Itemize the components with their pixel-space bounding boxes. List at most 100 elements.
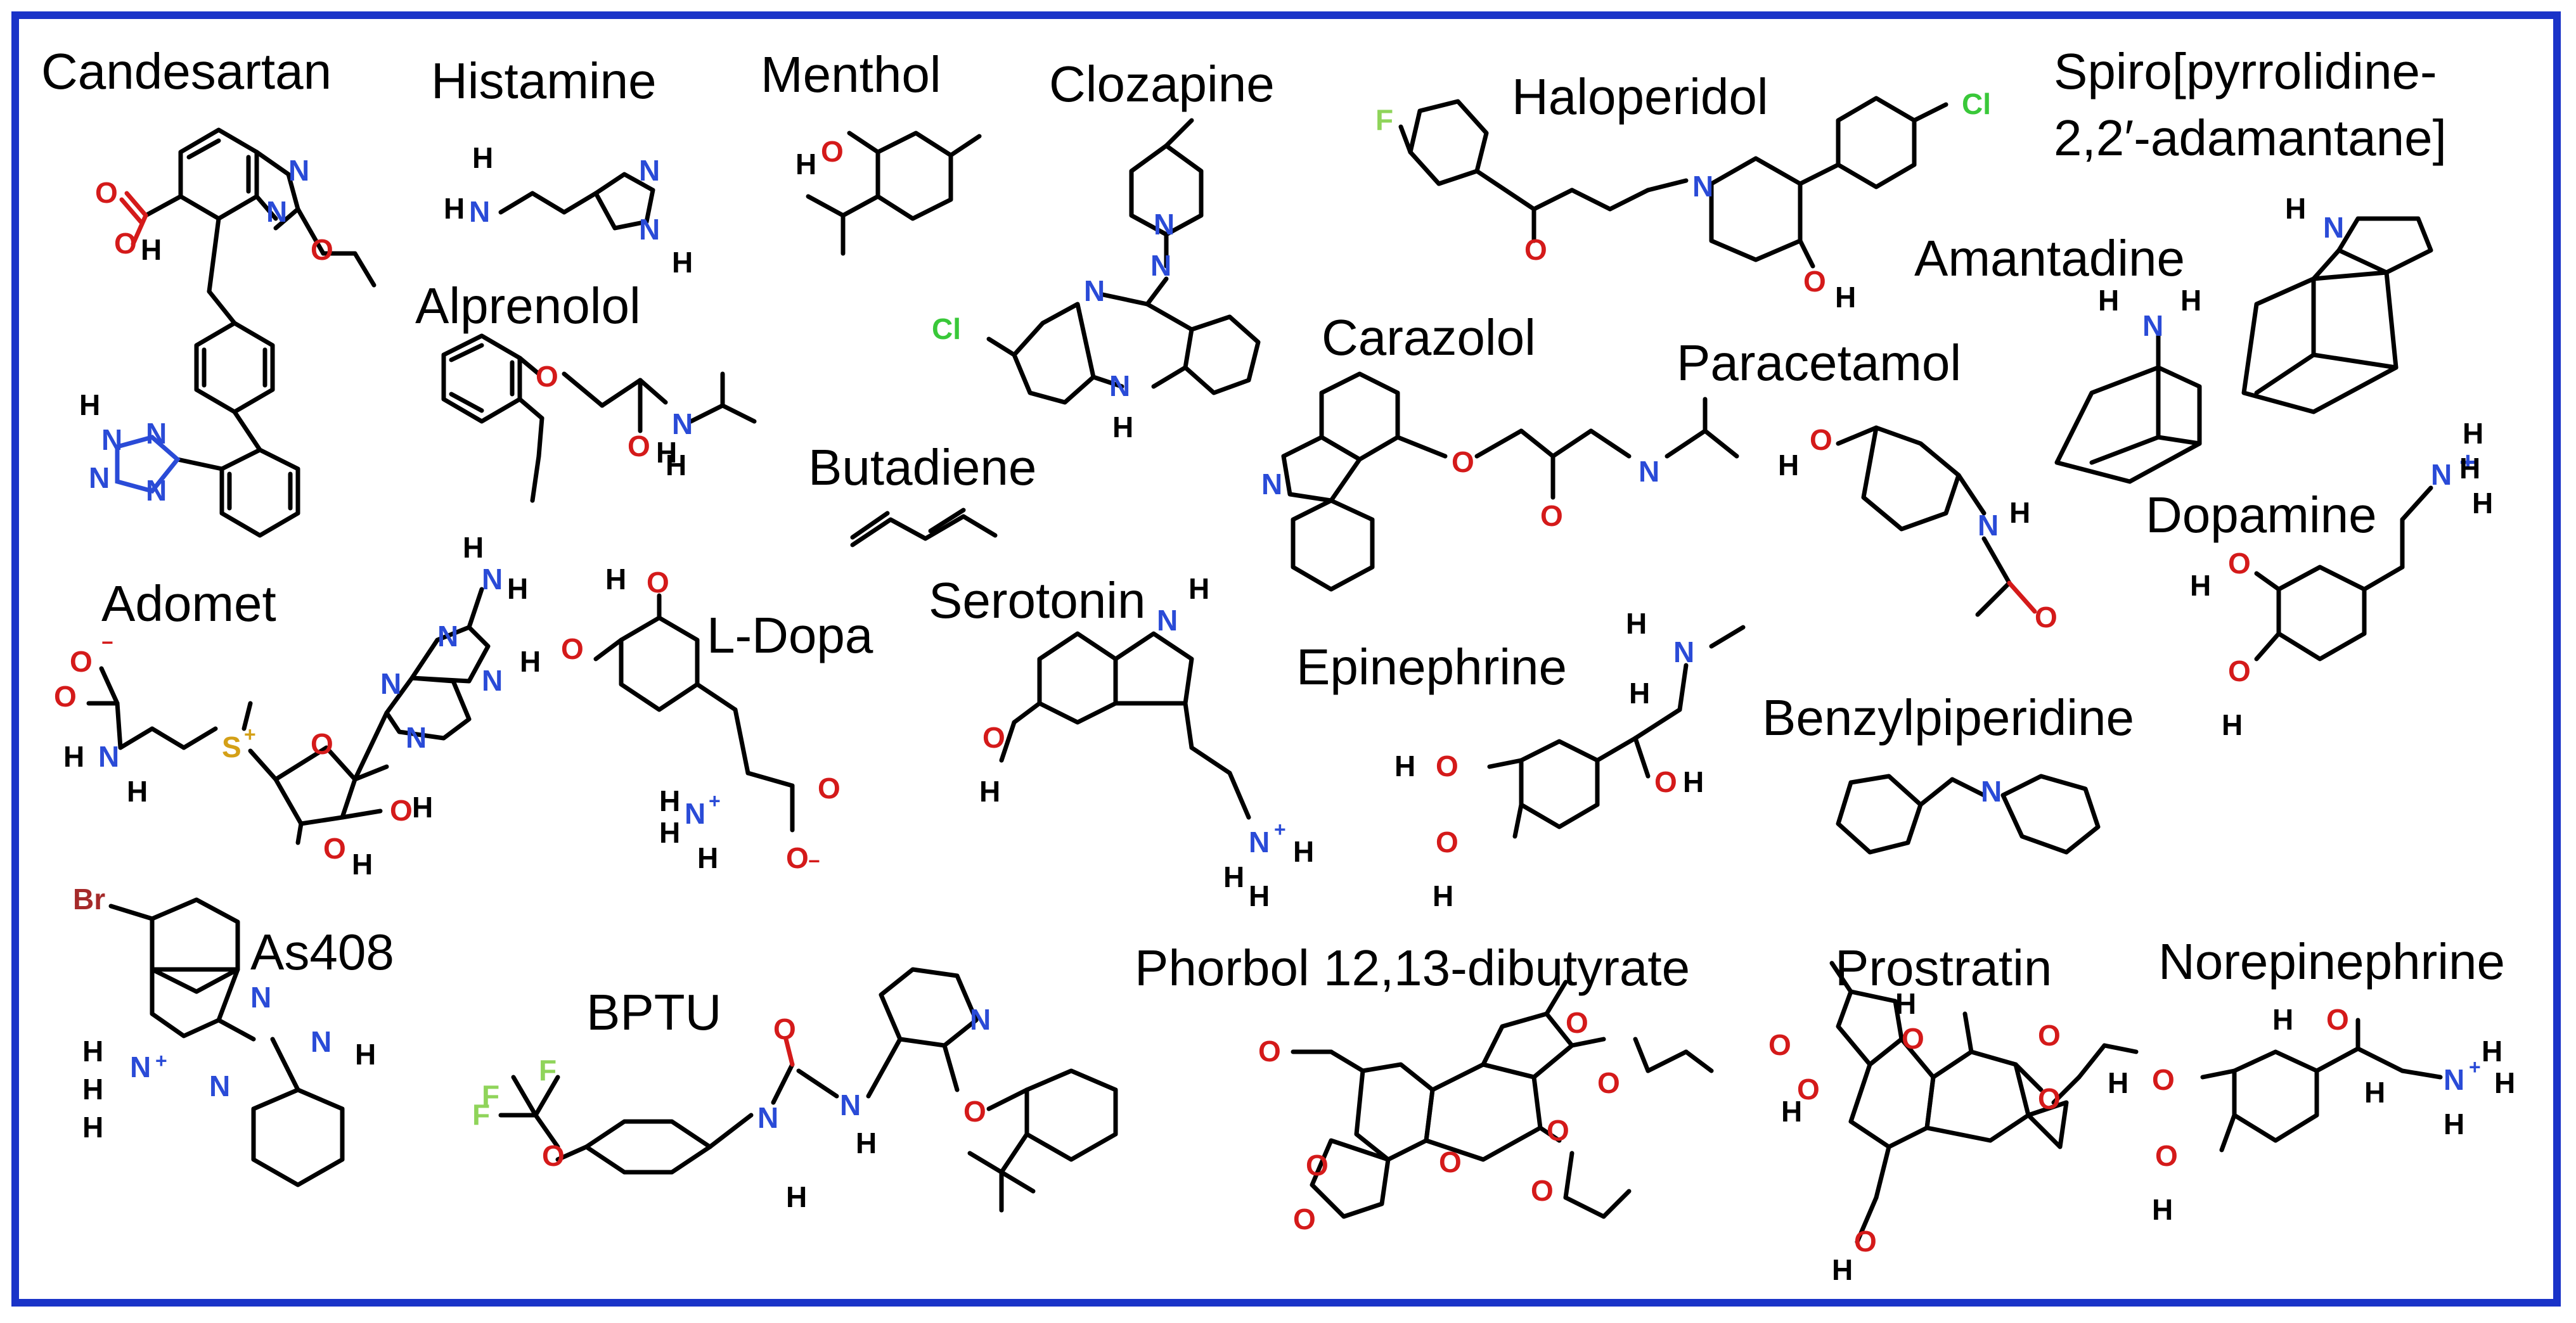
svg-text:H: H [2108,1066,2128,1099]
svg-text:O: O [114,227,137,260]
svg-text:+: + [1274,818,1286,841]
molecule-alprenolol: Alprenolol O O H N H [415,278,757,503]
svg-text:N: N [482,664,503,697]
label-dopamine: Dopamine [2146,487,2377,543]
svg-text:O: O [1566,1006,1588,1039]
molecule-clozapine: Clozapine N N N N H Cl [932,56,1275,444]
svg-text:O: O [536,360,558,393]
svg-text:H: H [1895,987,1916,1020]
ring [619,615,700,712]
svg-text:N: N [2431,458,2452,491]
svg-text:O: O [311,233,333,266]
svg-text:O: O [773,1013,796,1045]
svg-text:H: H [1683,765,1704,798]
ring [879,967,979,1048]
molecule-dopamine: Dopamine H N + H H O H O H [2146,417,2493,741]
svg-text:O: O [628,430,650,463]
ring [115,435,181,494]
molecule-norepinephrine: Norepinephrine H O H N + H H H H O O H [2108,933,2515,1226]
ring [1319,371,1400,462]
label-benzylpiperidine: Benzylpiperidine [1762,689,2134,746]
svg-text:N: N [1157,604,1178,637]
ring [2026,1100,2069,1149]
svg-text:−: − [101,631,113,654]
molecule-benzylpiperidine: Benzylpiperidine N [1762,689,2134,855]
svg-text:N: N [840,1089,861,1122]
label-carazolol: Carazolol [1322,309,1536,366]
svg-text:N: N [146,417,167,450]
svg-text:O: O [2326,1003,2349,1036]
molecule-carazolol: Carazolol N O O N [1261,309,1739,592]
ring [2054,365,2202,484]
svg-text:F: F [482,1079,499,1112]
ring [219,447,300,538]
svg-text:O: O [1547,1114,1569,1147]
svg-text:H: H [63,740,84,773]
molecule-as408: As408 Br N N N + H H H N H [73,883,394,1187]
svg-text:H: H [2459,452,2480,485]
svg-text:N: N [1673,636,1694,668]
label-haloperidol: Haloperidol [1512,68,1768,125]
svg-text:O: O [54,680,77,713]
svg-text:N: N [2323,211,2344,244]
svg-text:O: O [1854,1225,1877,1258]
molecule-adomet: Adomet O − O H N H S + O O H O H N N N N… [54,531,528,881]
ring [1024,1068,1118,1162]
molecule-l-dopa: L-Dopa H O H O H N + H H O O − [520,563,873,874]
svg-text:O: O [818,772,840,805]
svg-text:+: + [2459,445,2476,478]
svg-text:H: H [82,1035,103,1068]
ring [1037,631,1118,725]
svg-text:N: N [288,154,309,187]
svg-text:H: H [472,141,493,174]
svg-text:−: − [808,850,820,872]
svg-text:N: N [1249,826,1270,859]
svg-text:N: N [1978,509,1999,542]
svg-text:N: N [101,423,122,456]
svg-text:N: N [98,740,119,773]
molecule-amantadine: Amantadine H N H [1914,230,2202,484]
label-as408: As408 [250,924,394,980]
svg-text:N: N [311,1025,332,1058]
ring [178,127,259,221]
svg-text:H: H [2463,417,2483,450]
molecule-candesartan: Candesartan O O H N N O [41,43,377,538]
svg-text:H: H [697,841,718,874]
svg-text:F: F [472,1098,490,1131]
svg-text:O: O [2155,1139,2178,1172]
label-alprenolol: Alprenolol [415,278,641,334]
svg-text:O: O [1293,1203,1316,1236]
svg-text:H: H [1223,860,1244,893]
ring [1519,739,1600,829]
svg-text:N: N [2444,1063,2464,1096]
molecule-butadiene: Butadiene [808,439,1036,547]
svg-text:H: H [1188,572,1209,605]
svg-text:O: O [647,566,669,599]
svg-text:N: N [482,563,503,596]
label-bptu: BPTU [586,984,721,1040]
chain [850,514,998,547]
svg-text:H: H [659,784,680,817]
svg-text:H: H [2190,569,2211,602]
svg-text:H: H [1778,449,1799,482]
ring [1924,1049,2031,1143]
label-norepinephrine: Norepinephrine [2158,933,2505,990]
label-prostratin: Prostratin [1835,940,2052,996]
svg-text:H: H [2482,1035,2502,1068]
svg-text:N: N [469,195,490,228]
svg-text:H: H [444,192,465,225]
svg-text:N: N [2142,309,2163,342]
label-spiro-line1: Spiro[pyrrolidine- [2054,43,2437,99]
svg-text:N: N [209,1070,230,1102]
svg-text:N: N [266,195,287,228]
svg-text:H: H [2180,284,2201,317]
ring [2000,774,2101,855]
svg-text:N: N [685,797,705,830]
svg-text:H: H [2285,192,2306,225]
svg-text:O: O [2035,601,2058,634]
svg-text:O: O [70,645,93,678]
label-adomet: Adomet [101,575,276,632]
svg-text:N: N [1639,455,1659,488]
svg-text:H: H [1112,411,1133,444]
molecule-paracetamol: Paracetamol H O N H O [1677,335,2058,634]
